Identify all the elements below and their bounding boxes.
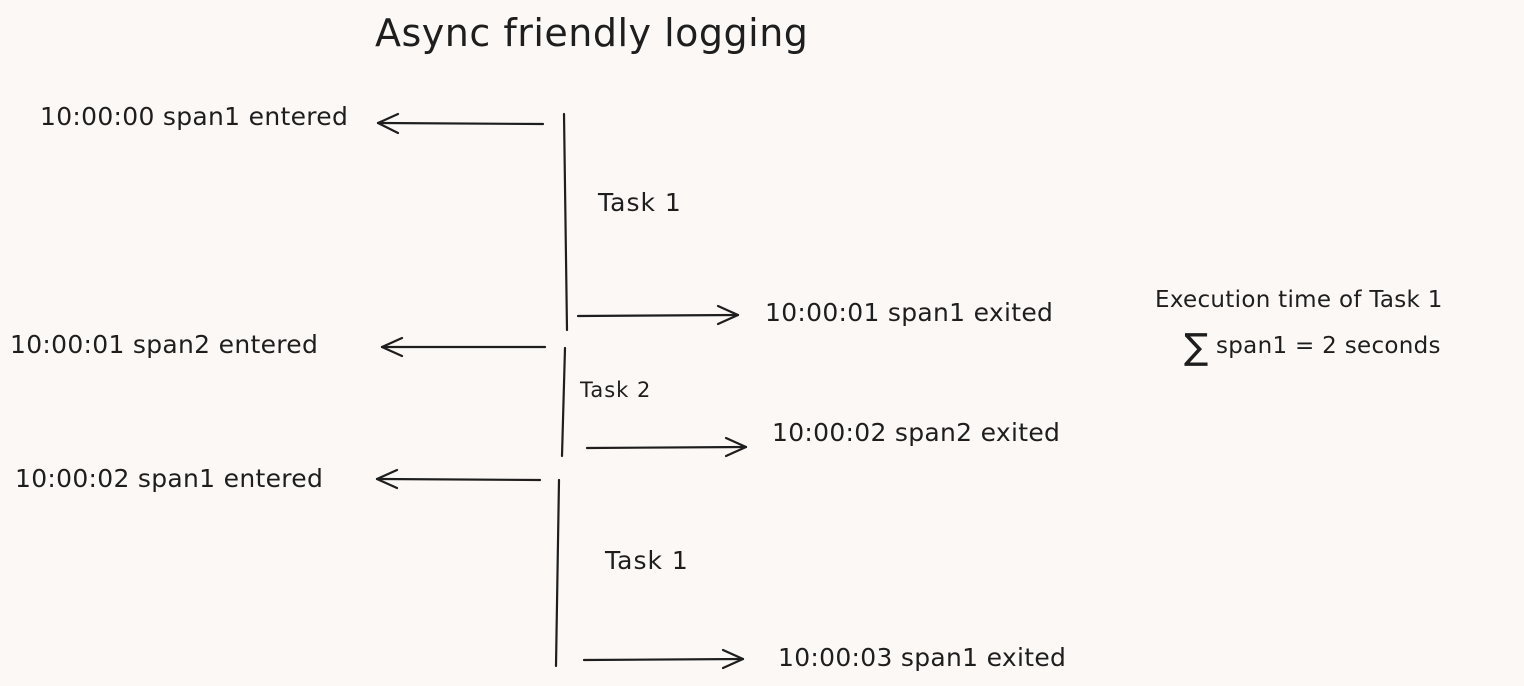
execution-time-formula: span1 = 2 seconds [1216,333,1441,359]
arrow-right-span2-exited [585,436,748,458]
task1-first-timeline [562,112,569,332]
arrow-right-span1-exited [576,304,740,326]
arrow-right-span1-exited-final [582,648,745,670]
log-span1-entered-0: 10:00:00 span1 entered [40,102,349,131]
execution-time-heading: Execution time of Task 1 [1155,287,1443,313]
log-span1-entered-2: 10:00:02 span1 entered [15,464,324,493]
task2-timeline [560,346,567,458]
diagram-title: Async friendly logging [375,11,809,55]
log-span1-exited-3: 10:00:03 span1 exited [778,643,1067,672]
arrow-left-span2-entered [380,336,547,358]
log-span2-entered-1: 10:00:01 span2 entered [10,330,319,359]
log-span1-exited-1: 10:00:01 span1 exited [765,298,1054,327]
arrow-left-span1-reentered [375,468,542,490]
log-span2-exited-2: 10:00:02 span2 exited [772,418,1061,447]
task2-label: Task 2 [580,378,652,402]
arrow-left-span1-entered [376,112,545,135]
task1-second-label: Task 1 [605,546,689,575]
task1-second-timeline [554,478,561,668]
sigma-symbol: ∑ [1184,327,1209,368]
task1-first-label: Task 1 [598,188,682,217]
